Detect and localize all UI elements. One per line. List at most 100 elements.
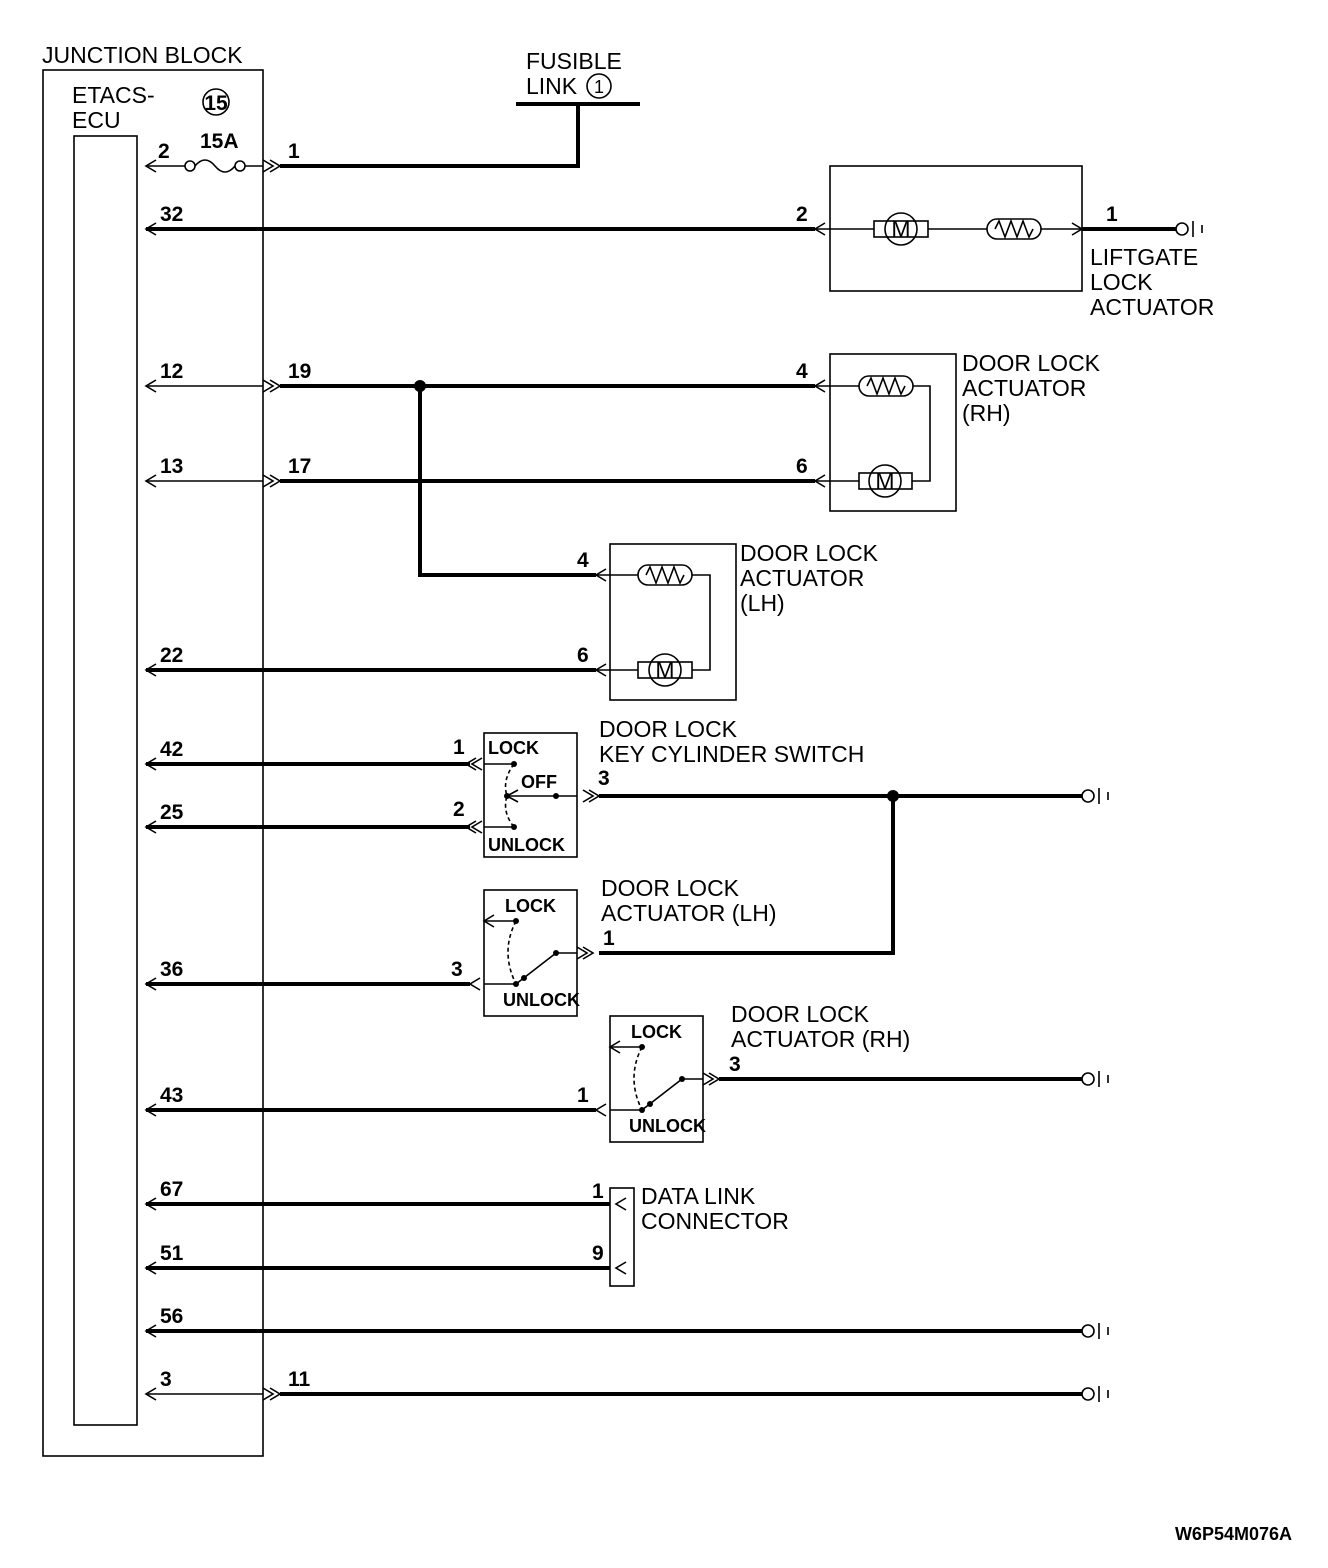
ecu-pin-36: 36 [160, 958, 183, 981]
jb-out-19-arrow-a [262, 379, 275, 393]
rh-sw-pin-1-arrow [594, 1103, 607, 1117]
rh-sw-unlock-label: UNLOCK [629, 1116, 706, 1136]
liftgate-label-line3: ACTUATOR [1090, 294, 1214, 320]
ecu-pin-42: 42 [160, 738, 183, 761]
jb-out-11-arrow-a [262, 1387, 275, 1401]
rh-sw-pin-3: 3 [729, 1053, 741, 1076]
fuse-rating: 15A [200, 130, 239, 153]
rh-sw-pivot [647, 1101, 653, 1107]
fuse-number: 15 [204, 92, 228, 115]
data-link-connector-box [609, 1187, 635, 1287]
jb-out-19: 19 [288, 360, 311, 383]
ecu-label-line1: ETACS- [72, 82, 155, 108]
ecu-pin-43: 43 [160, 1084, 183, 1107]
jb-out-17: 17 [288, 455, 311, 478]
rh-actuator-label-line3: (RH) [962, 400, 1011, 426]
rh-switch-label-line2: ACTUATOR (RH) [731, 1026, 910, 1052]
liftgate-label-line1: LIFTGATE [1090, 244, 1198, 270]
key-switch-label-line1: DOOR LOCK [599, 716, 738, 742]
liftgate-heater-zigzag [994, 218, 1034, 240]
key-pin-1-arrow [464, 757, 483, 771]
dlc-pin-1-arrow [614, 1197, 627, 1211]
liftgate-pin-2: 2 [796, 203, 808, 226]
key-switch-arc [504, 763, 515, 828]
rh-sw-pin-3-arrow [702, 1072, 721, 1086]
rh-sw-lock-arrow [608, 1040, 621, 1054]
ecu-pin-2: 2 [158, 140, 170, 163]
wire-ground-to-lh-switch [599, 796, 895, 955]
key-pin-2: 2 [453, 798, 465, 821]
liftgate-label-line2: LOCK [1090, 269, 1153, 295]
dlc-label-line1: DATA LINK [641, 1183, 756, 1209]
jb-out-1-arrow-a [262, 159, 275, 173]
lh-motor-body [637, 661, 693, 679]
jb-out-1: 1 [288, 140, 300, 163]
fuse-terminal-left [184, 160, 196, 172]
lh-sw-pin-3-arrow [468, 977, 481, 991]
dlc-pin-1: 1 [592, 1180, 604, 1203]
jb-out-17-arrow-a [262, 474, 275, 488]
diagram-code: W6P54M076A [1175, 1524, 1292, 1544]
lh-actuator-label-line3: (LH) [740, 590, 785, 616]
key-lock-label: LOCK [488, 738, 539, 758]
rh-pin-6: 6 [796, 455, 808, 478]
key-off-contact [553, 793, 559, 799]
rh-sw-arc [633, 1046, 643, 1111]
lh-heater-zigzag [645, 564, 685, 586]
ecu-pin-67: 67 [160, 1178, 183, 1201]
ground-icon-liftgate [1175, 222, 1189, 236]
fusible-link-line1: FUSIBLE [526, 48, 622, 74]
rh-sw-lock-label: LOCK [631, 1022, 682, 1042]
liftgate-motor-icon [884, 212, 918, 246]
lh-internal-loop [692, 574, 711, 671]
ecu-pin-3: 3 [160, 1368, 172, 1391]
rh-motor-letter: M [875, 468, 894, 494]
rh-switch-label-line1: DOOR LOCK [731, 1001, 870, 1027]
fusible-link-number-circle [586, 73, 612, 99]
lh-motor-letter: M [655, 657, 674, 683]
ground-icon-rh-switch [1081, 1072, 1095, 1086]
lh-sw-lock-label: LOCK [505, 896, 556, 916]
ecu-pin-22: 22 [160, 644, 183, 667]
lh-sw-pin-3: 3 [451, 958, 463, 981]
rh-motor-icon [868, 464, 902, 498]
key-off-label: OFF [521, 772, 557, 792]
fusible-link-number: 1 [594, 77, 604, 97]
ecu-label-line2: ECU [72, 107, 121, 133]
key-pin-1: 1 [453, 736, 465, 759]
lh-actuator-label-line1: DOOR LOCK [740, 540, 879, 566]
ecu-pin-56: 56 [160, 1305, 183, 1328]
key-switch-label-line2: KEY CYLINDER SWITCH [599, 741, 864, 767]
lh-motor-icon [648, 653, 682, 687]
lh-sw-lock-arrow [482, 914, 495, 928]
key-switch-arm-arrow [505, 789, 519, 803]
rh-sw-pin-1: 1 [577, 1084, 589, 1107]
lh-sw-unlock-label: UNLOCK [503, 990, 580, 1010]
liftgate-pin-1: 1 [1106, 203, 1118, 226]
rh-internal-loop [912, 385, 931, 482]
door-lock-actuator-rh-box [829, 353, 957, 512]
lh-sw-pivot [521, 975, 527, 981]
ecu-pin-12: 12 [160, 360, 183, 383]
rh-motor-body [858, 472, 913, 490]
liftgate-motor-letter: M [891, 216, 910, 242]
key-pin-3-arrow [582, 789, 601, 803]
key-cylinder-switch-box [483, 732, 578, 858]
etacs-ecu-body [73, 135, 138, 1426]
key-unlock-label: UNLOCK [488, 835, 565, 855]
lh-switch-label-line1: DOOR LOCK [601, 875, 740, 901]
jb-out-11: 11 [288, 1368, 311, 1391]
ecu-pin-25: 25 [160, 801, 184, 824]
ground-icon-key [1081, 789, 1095, 803]
lh-sw-arc [507, 920, 517, 985]
rh-actuator-label-line2: ACTUATOR [962, 375, 1086, 401]
ground-icon-56 [1081, 1324, 1095, 1338]
lh-switch-label-line2: ACTUATOR (LH) [601, 900, 777, 926]
lh-sw-pin-1: 1 [603, 927, 615, 950]
junction-block-title: JUNCTION BLOCK [42, 42, 243, 68]
dlc-label-line2: CONNECTOR [641, 1208, 789, 1234]
dlc-pin-9-arrow [614, 1261, 627, 1275]
fuse-number-circle [202, 88, 230, 116]
